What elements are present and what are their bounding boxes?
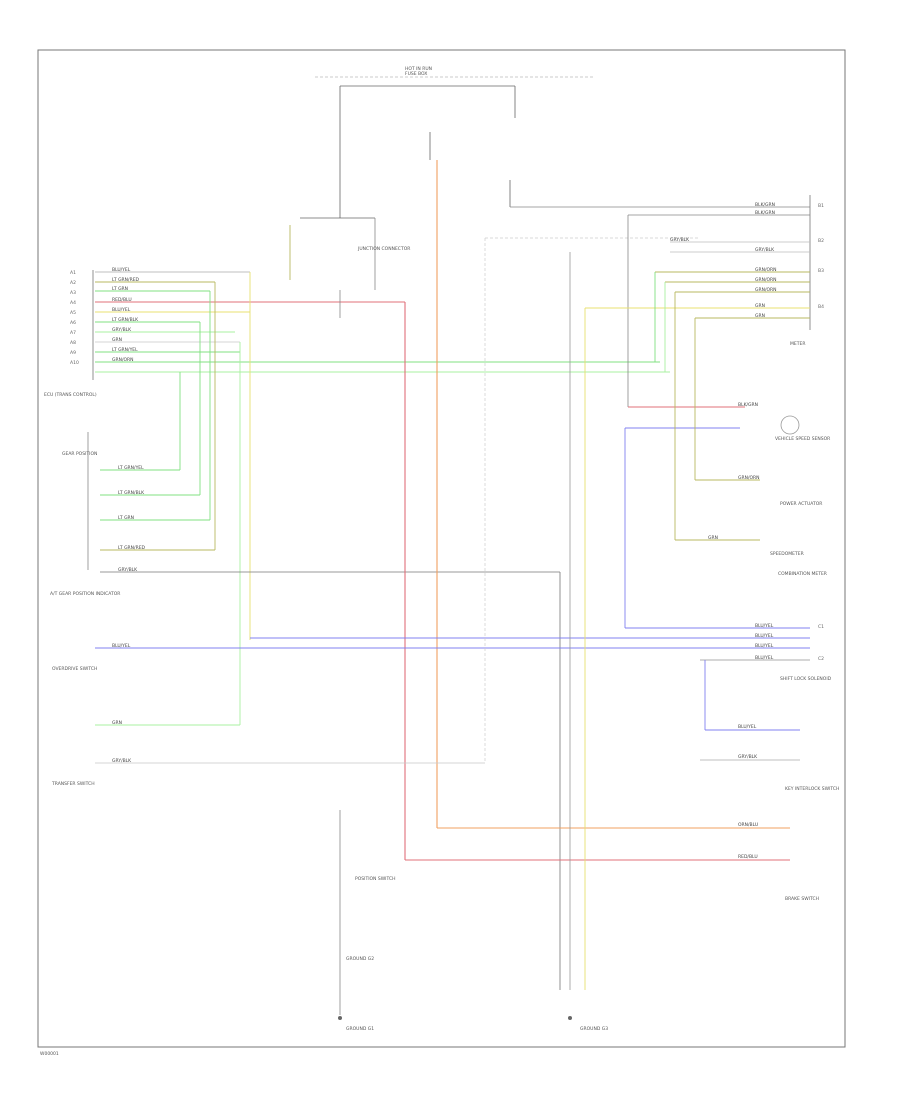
wire-label: GRN — [708, 535, 718, 541]
wire-label: GRN — [755, 303, 765, 309]
wire-label: LT GRN/RED — [112, 277, 140, 283]
wire-label: BLU/YEL — [755, 633, 774, 639]
pin-label: A1 — [70, 270, 76, 276]
speed-sensor-label: VEHICLE SPEED SENSOR — [775, 436, 830, 442]
meter-label: METER — [790, 341, 805, 347]
ground-2-label: GROUND G2 — [346, 956, 374, 962]
wire-label: GRY/BLK — [112, 327, 132, 333]
pin-label: B2 — [818, 238, 824, 244]
wire-label: LT GRN/YEL — [112, 347, 138, 353]
wire-label: GRN/ORN — [755, 277, 777, 283]
gear-pos-label: GEAR POSITION — [62, 451, 97, 457]
pin-label: B1 — [818, 203, 824, 209]
wire-label: LT GRN/YEL — [118, 465, 144, 471]
wire-label: GRN — [112, 337, 122, 343]
ecu-label: ECU (TRANS CONTROL) — [44, 392, 97, 398]
wire-label: BLU/YEL — [755, 655, 774, 661]
wire-label: LT GRN/RED — [118, 545, 146, 551]
wire-label: BLU/YEL — [755, 643, 774, 649]
wire-label: BLU/YEL — [738, 724, 757, 730]
pin-label: A4 — [70, 300, 76, 306]
wire-label: RED/BLU — [112, 297, 132, 303]
wire-label: GRN/ORN — [755, 267, 777, 273]
wire-label: BLK/GRN — [738, 402, 758, 408]
page-code: W00001 — [40, 1051, 59, 1057]
wire-label: GRN — [112, 720, 122, 726]
pin-label: C1 — [818, 624, 824, 630]
wire-label: BLK/GRN — [755, 202, 775, 208]
pin-label: A6 — [70, 320, 76, 326]
wire-label: BLK/GRN — [755, 210, 775, 216]
ground-3-label: GROUND G3 — [580, 1026, 608, 1032]
key-sw-label: KEY INTERLOCK SWITCH — [785, 786, 839, 792]
pin-label: A8 — [70, 340, 76, 346]
pa-module-label: POWER ACTUATOR — [780, 501, 822, 507]
wire-label: GRY/BLK — [738, 754, 758, 760]
combo-meter-label: COMBINATION METER — [778, 571, 827, 577]
brake-sw-label: BRAKE SWITCH — [785, 896, 819, 902]
wire-label: RED/BLU — [738, 854, 758, 860]
wire-label: LT GRN — [118, 515, 134, 521]
wire-label: BLU/YEL — [112, 307, 131, 313]
wire-label: BLU/YEL — [755, 623, 774, 629]
wire-label: LT GRN/BLK — [118, 490, 145, 496]
wire-label: GRY/BLK — [118, 567, 138, 573]
junction-label: JUNCTION CONNECTOR — [357, 246, 410, 252]
pos-sw-label: POSITION SWITCH — [355, 876, 396, 882]
wire-label: BLU/YEL — [112, 267, 131, 273]
pin-label: A3 — [70, 290, 76, 296]
pin-label: C2 — [818, 656, 824, 662]
speed-sensor-circle — [780, 415, 800, 435]
wire-label: ORN/BLU — [738, 822, 758, 828]
transfer-sw-label: TRANSFER SWITCH — [51, 781, 95, 787]
pin-label: A9 — [70, 350, 76, 356]
shift-lock-label: SHIFT LOCK SOLENOID — [780, 676, 832, 682]
pin-label: B4 — [818, 304, 824, 310]
pin-label: A7 — [70, 330, 76, 336]
wire-label: BLU/YEL — [112, 643, 131, 649]
ab-position-label: A/T GEAR POSITION INDICATOR — [50, 591, 120, 597]
ground-1-label: GROUND G1 — [346, 1026, 374, 1032]
wire-label: LT GRN/BLK — [112, 317, 139, 323]
pin-label: A10 — [70, 360, 79, 366]
wire-label: GRY/BLK — [755, 247, 775, 253]
wire-label: GRY/BLK — [112, 758, 132, 764]
wire-label: GRN — [755, 313, 765, 319]
fuse-label: FUSE BOX — [405, 71, 427, 77]
ground-icon — [568, 1016, 572, 1020]
power-label: HOT IN RUN — [405, 66, 432, 72]
overdrive-sw-label: OVERDRIVE SWITCH — [52, 666, 97, 672]
wire-label: LT GRN — [112, 286, 128, 292]
pin-label: B3 — [818, 268, 824, 274]
wire-label: GRN/ORN — [738, 475, 760, 481]
wire-label: GRY/BLK — [670, 237, 690, 243]
diagram-frame — [37, 49, 846, 1048]
pin-label: A5 — [70, 310, 76, 316]
speedometer-label: SPEEDOMETER — [770, 551, 804, 557]
wire-label: GRN/ORN — [112, 357, 134, 363]
pin-label: A2 — [70, 280, 76, 286]
wire-label: GRN/ORN — [755, 287, 777, 293]
ground-icon — [338, 1016, 342, 1020]
